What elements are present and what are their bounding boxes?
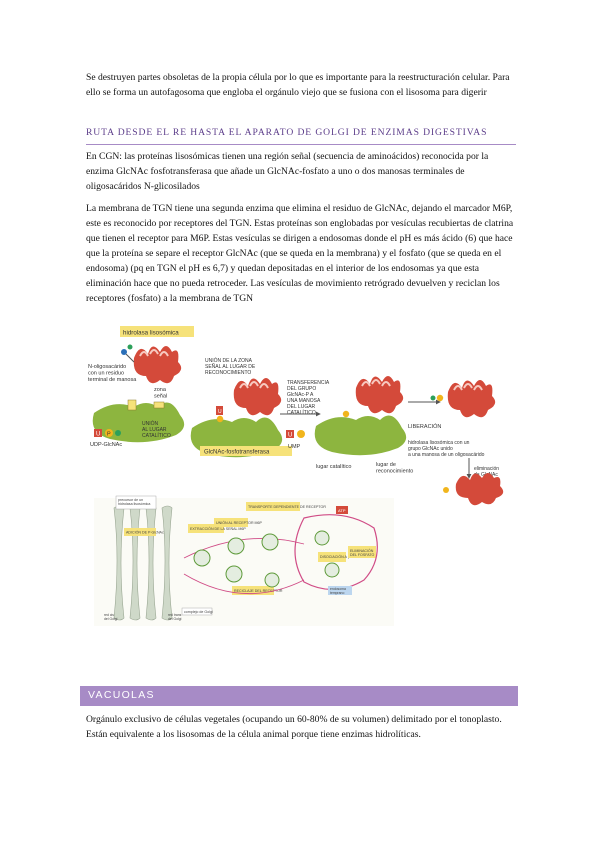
p-dot xyxy=(105,429,113,437)
vacuolas-heading-text: VACUOLAS xyxy=(88,689,155,701)
cgn-paragraph: En CGN: las proteínas lisosómicas tienen… xyxy=(86,151,489,192)
lugar-catalitico-label: lugar catalítico xyxy=(316,464,351,470)
svg-text:ADICIÓN DE P-GlcNAc: ADICIÓN DE P-GlcNAc xyxy=(126,530,164,535)
intro-paragraph: Se destruyen partes obsoletas de la prop… xyxy=(86,72,510,98)
enzyme-3 xyxy=(314,410,407,456)
enzyme-label-box xyxy=(200,446,292,456)
vacuolas-heading: VACUOLAS xyxy=(80,686,518,706)
svg-text:ATP: ATP xyxy=(338,508,346,513)
protein-5 xyxy=(443,473,504,506)
protein-4 xyxy=(430,380,496,418)
svg-text:TRANSPORTE DEPENDIENTE DE RECE: TRANSPORTE DEPENDIENTE DE RECEPTOR xyxy=(248,505,326,509)
protein-3 xyxy=(355,376,404,414)
tgn-paragraph: La membrana de TGN tiene una segunda enz… xyxy=(86,203,514,304)
hidrolasa-label-box xyxy=(120,326,194,337)
svg-text:EXTRACCIÓN DE LA SEÑAL M6P: EXTRACCIÓN DE LA SEÑAL M6P xyxy=(190,526,246,531)
udp-label: UDP-GlcNAc xyxy=(90,442,122,448)
svg-text:P: P xyxy=(107,432,111,438)
protein-2 xyxy=(233,378,282,416)
protein-1 xyxy=(121,344,182,384)
svg-text:DISOCIACIÓN A pH ÁCIDO: DISOCIACIÓN A pH ÁCIDO xyxy=(320,554,365,559)
enzyme-label: GlcNAc-fosfotransferasa xyxy=(204,450,270,456)
svg-text:complejo de Golgi: complejo de Golgi xyxy=(184,610,213,614)
svg-text:RECICLAJE DEL RECEPTOR: RECICLAJE DEL RECEPTOR xyxy=(234,589,283,593)
hidrolasa-label: hidrolasa lisosómica xyxy=(123,330,179,337)
ump-label: UMP xyxy=(288,444,301,450)
u-box xyxy=(94,429,102,437)
section-heading: RUTA DESDE EL RE HASTA EL APARATO DE GOL… xyxy=(86,124,516,145)
glcnac-dot xyxy=(127,344,133,350)
svg-text:U: U xyxy=(218,409,222,415)
u-label: U xyxy=(96,432,100,438)
svg-text:U: U xyxy=(288,433,292,439)
liberacion-label: LIBERACIÓN xyxy=(408,423,441,430)
vacuolas-paragraph: Orgánulo exclusivo de células vegetales … xyxy=(86,714,502,740)
section-heading-text: RUTA DESDE EL RE HASTA EL APARATO DE GOL… xyxy=(86,127,488,138)
svg-text:UNIÓN AL RECEPTOR M6P: UNIÓN AL RECEPTOR M6P xyxy=(216,520,263,525)
mannose-dot xyxy=(121,349,127,355)
